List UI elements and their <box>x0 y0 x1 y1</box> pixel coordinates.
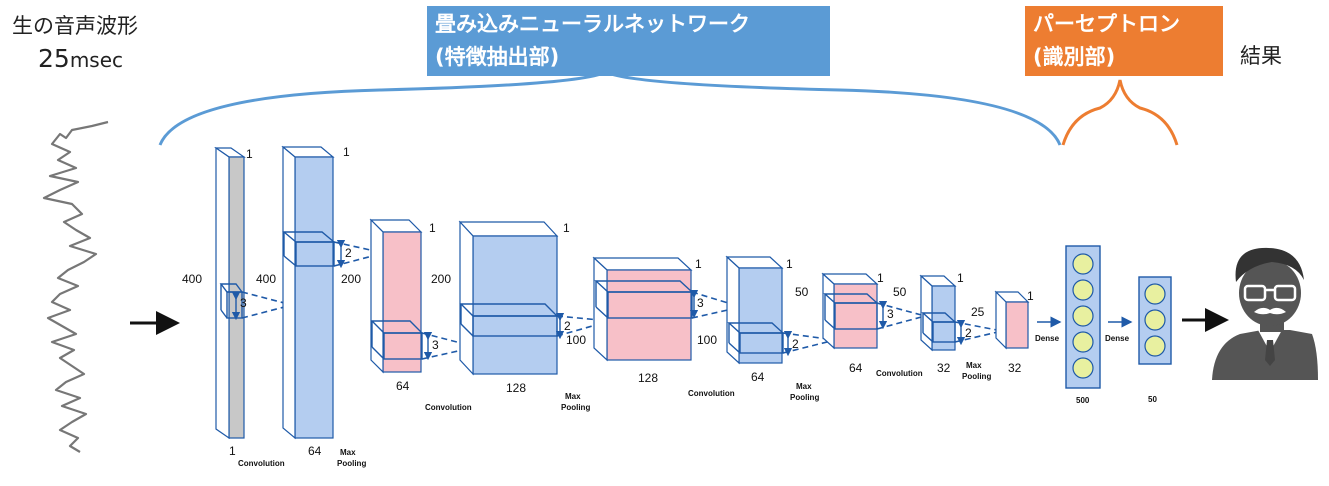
layer9-pool-block <box>994 290 1030 350</box>
layer1-height: 400 <box>182 272 202 286</box>
layer2-channels: 64 <box>308 444 322 458</box>
cnn-label-line1: 畳み込みニューラルネットワーク <box>435 12 750 36</box>
layer4-channels: 128 <box>506 381 526 395</box>
layer4-depth: 1 <box>563 221 570 235</box>
raw-duration-value: 25 <box>38 44 70 73</box>
layer2-conv-block <box>281 145 336 440</box>
layer1-depth: 1 <box>246 147 253 161</box>
cnn-feature-extractor-label: 畳み込みニューラルネットワーク (特徴抽出部) <box>427 6 830 76</box>
dense-size-500: 500 <box>1076 396 1090 405</box>
raw-duration-unit: msec <box>69 48 124 72</box>
layer5-width-label: 100 <box>697 333 717 347</box>
layer5-depth: 1 <box>695 257 702 271</box>
layer3-kernel: 3 <box>432 338 439 352</box>
layer4-kernel: 2 <box>564 319 571 333</box>
op-conv-3: Convolution <box>688 389 735 398</box>
cnn-label-line2: (特徴抽出部) <box>435 45 560 69</box>
layer5-height: 100 <box>566 333 586 347</box>
layer5-channels: 128 <box>638 371 658 385</box>
result-label: 結果 <box>1240 44 1282 68</box>
layer1-channels: 1 <box>229 444 236 458</box>
op-pooling-3: Pooling <box>790 393 819 402</box>
op-conv-1: Convolution <box>238 459 285 468</box>
layer1-kernel: 3 <box>240 296 247 310</box>
op-max-1: Max <box>340 448 356 457</box>
layer7-width-label: 50 <box>893 285 907 299</box>
raw-waveform-signal <box>42 120 109 453</box>
op-pooling-1: Pooling <box>337 459 366 468</box>
layer3-channels: 64 <box>396 379 410 393</box>
op-dense-2: Dense <box>1105 334 1130 343</box>
dense-size-50: 50 <box>1148 395 1157 404</box>
layer9-height: 25 <box>971 305 985 319</box>
perceptron-brace <box>1061 79 1179 146</box>
op-pooling-2: Pooling <box>561 403 590 412</box>
layer6-channels: 64 <box>751 370 765 384</box>
layer9-depth: 1 <box>1027 289 1034 303</box>
op-max-2: Max <box>565 392 581 401</box>
layer6-conv-block <box>725 255 785 365</box>
layer2-kernel: 2 <box>345 246 352 260</box>
perceptron-label-line1: パーセプトロン <box>1033 12 1180 36</box>
layer2-depth: 1 <box>343 145 350 159</box>
layer7-channels: 64 <box>849 361 863 375</box>
layer3-width-label: 200 <box>431 272 451 286</box>
raw-duration: 25msec <box>38 44 123 73</box>
op-max-3: Max <box>796 382 812 391</box>
layer7-pool-block <box>821 272 879 350</box>
perceptron-classifier-label: パーセプトロン (識別部) <box>1025 6 1223 76</box>
layer9-channels: 32 <box>1008 361 1022 375</box>
layer4-conv-block <box>458 220 559 376</box>
dense-layer-500-neurons <box>1072 253 1094 379</box>
op-dense-1: Dense <box>1035 334 1060 343</box>
layer3-pool-block <box>369 218 424 374</box>
layer7-height: 50 <box>795 285 809 299</box>
layer3-depth: 1 <box>429 221 436 235</box>
layer6-depth: 1 <box>786 257 793 271</box>
op-max-4: Max <box>966 361 982 370</box>
person-icon <box>1212 247 1318 380</box>
layer7-kernel: 3 <box>887 307 894 321</box>
dense-layer-50-neurons <box>1144 283 1166 357</box>
layer8-channels: 32 <box>937 361 951 375</box>
layer5-pool-block <box>592 256 694 362</box>
layer8-conv-block <box>919 274 957 352</box>
layer7-depth: 1 <box>877 271 884 285</box>
cnn-brace <box>158 70 1062 146</box>
op-conv-2: Convolution <box>425 403 472 412</box>
perceptron-label-line2: (識別部) <box>1033 45 1116 69</box>
layer5-kernel: 3 <box>697 296 704 310</box>
op-conv-4: Convolution <box>876 369 923 378</box>
layer6-kernel: 2 <box>792 337 799 351</box>
layer1-input-block <box>214 146 246 440</box>
layer8-kernel: 2 <box>965 326 972 340</box>
layer2-height: 400 <box>256 272 276 286</box>
layer8-depth: 1 <box>957 271 964 285</box>
layer3-height: 200 <box>341 272 361 286</box>
op-pooling-4: Pooling <box>962 372 991 381</box>
raw-waveform-title: 生の音声波形 <box>12 14 138 38</box>
